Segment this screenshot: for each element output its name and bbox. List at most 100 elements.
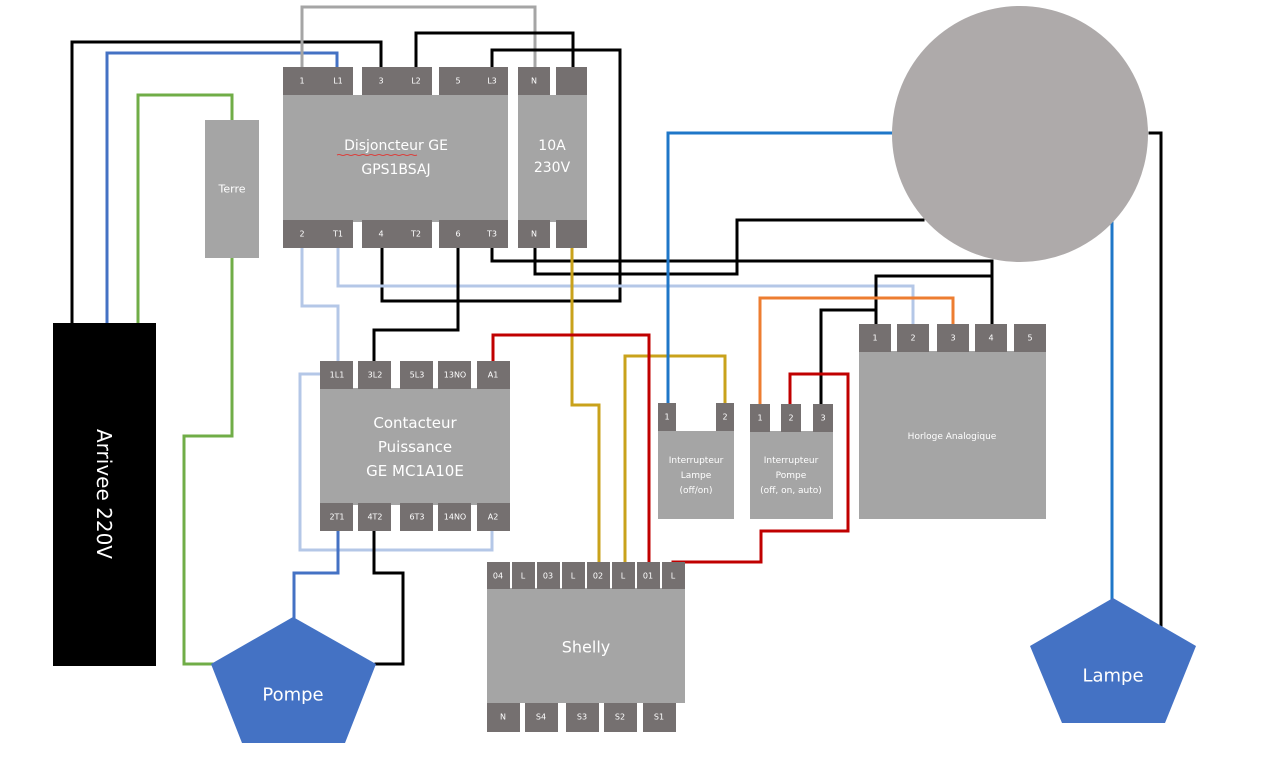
contacteur-block: 1L1 3L2 5L3 13NO A1 2T1 4T2 6T3 14NO A2 … xyxy=(320,361,510,531)
breaker-bottom-n xyxy=(518,220,550,248)
disjoncteur-bottom-group-1 xyxy=(283,220,353,248)
terminal-label: 1 xyxy=(299,77,304,86)
terminal-label: S3 xyxy=(577,713,587,722)
shelly-terminal xyxy=(566,703,599,732)
wire-circle-lampe-black xyxy=(1148,131,1163,627)
terminal-label: 4T2 xyxy=(367,513,382,522)
terminal-label: L xyxy=(571,572,576,581)
breaker-top-l xyxy=(556,67,587,95)
wire-arrivee-neutral xyxy=(105,51,339,325)
terminal-label: N xyxy=(531,230,537,239)
interrupteur-pompe-terminal xyxy=(813,404,833,432)
arrivee-box xyxy=(53,323,156,666)
interrupteur-lampe-line3: (off/on) xyxy=(680,486,713,496)
terminal-label: 4 xyxy=(378,230,383,239)
terminal-label: 2 xyxy=(722,413,727,422)
spellcheck-underline xyxy=(336,154,418,156)
wire-ipompe-horloge-orange xyxy=(758,296,955,405)
terminal-label: 5 xyxy=(1027,334,1032,343)
terminal-label: 3 xyxy=(950,334,955,343)
interrupteur-pompe-body xyxy=(750,431,833,519)
wire-circle-ilampe xyxy=(666,131,895,405)
breaker-bottom-l xyxy=(556,220,587,248)
wire-contacteur-loop xyxy=(298,372,494,552)
shelly-terminal xyxy=(612,562,635,589)
wire-contacteur-pompe-neutral xyxy=(292,527,340,619)
shelly-terminal xyxy=(587,562,610,589)
wire-t3-horloge xyxy=(490,246,994,328)
contacteur-top-terminal xyxy=(358,361,391,389)
terminal-label: 2 xyxy=(299,230,304,239)
wire-arrivee-earth xyxy=(136,93,234,325)
shelly-terminal xyxy=(487,562,510,589)
shelly-body xyxy=(487,588,685,703)
wire-ipompe-horloge xyxy=(819,308,878,405)
shelly-terminal xyxy=(562,562,585,589)
terminal-label: L1 xyxy=(333,77,343,86)
contacteur-body xyxy=(320,388,510,505)
terminal-label: 1L1 xyxy=(330,371,345,380)
shelly-block: 04 L 03 L 02 L 01 L N S4 S3 S2 S1 Shelly xyxy=(487,562,685,732)
terminal-label: 4 xyxy=(988,334,993,343)
disjoncteur-body xyxy=(283,95,508,222)
wires xyxy=(70,5,1163,666)
terminal-label: 6 xyxy=(455,230,460,239)
interrupteur-pompe-terminal xyxy=(781,404,801,432)
contacteur-top-terminal xyxy=(438,361,471,389)
terminal-label: L xyxy=(621,572,626,581)
disjoncteur-label-line1: Disjoncteur GE xyxy=(344,138,448,154)
breaker-10a-body xyxy=(518,95,587,222)
breaker-top-n xyxy=(518,67,550,95)
pompe-block: Pompe xyxy=(211,617,376,743)
terminal-label: 1 xyxy=(664,413,669,422)
shelly-terminal xyxy=(525,703,558,732)
contacteur-top-terminal xyxy=(400,361,433,389)
contacteur-label-line3: GE MC1A10E xyxy=(366,462,464,480)
terminal-label: 6T3 xyxy=(409,513,424,522)
terminal-label: S2 xyxy=(615,713,625,722)
wire-jumper-gray xyxy=(300,5,537,70)
pompe-label: Pompe xyxy=(262,685,323,706)
wire-n-circle xyxy=(533,218,925,276)
lampe-label: Lampe xyxy=(1082,666,1143,687)
terre-block: Terre xyxy=(205,120,259,258)
terminal-label: 3 xyxy=(378,77,383,86)
terminal-label: N xyxy=(531,77,537,86)
shelly-top-terminals: 04 L 03 L 02 L 01 L xyxy=(487,562,685,589)
interrupteur-lampe-line1: Interrupteur xyxy=(669,456,724,466)
horloge-terminal xyxy=(859,324,891,352)
interrupteur-pompe-line2: Pompe xyxy=(776,471,807,481)
terminal-label: 5L3 xyxy=(410,371,425,380)
arrivee-block: Arrivee 220V xyxy=(53,323,156,666)
terminal-label: A1 xyxy=(488,371,499,380)
interrupteur-pompe-line3: (off, on, auto) xyxy=(760,486,822,496)
contacteur-top-terminal xyxy=(477,361,510,389)
terre-box xyxy=(205,120,259,258)
horloge-body xyxy=(859,351,1046,519)
horloge-label: Horloge Analogique xyxy=(908,432,997,442)
interrupteur-lampe-line2: Lampe xyxy=(681,471,712,481)
contacteur-bottom-terminal xyxy=(400,503,433,531)
interrupteur-lampe-terminal xyxy=(658,403,676,431)
terminal-label: 2 xyxy=(910,334,915,343)
terminal-label: L xyxy=(671,572,676,581)
breaker-label-line1: 10A xyxy=(538,138,566,154)
arrivee-label: Arrivee 220V xyxy=(92,429,116,559)
wire-horloge-1-4 xyxy=(874,274,994,328)
terminal-label: L3 xyxy=(487,77,497,86)
pompe-shape xyxy=(211,617,376,743)
disjoncteur-block: 1 L1 3 L2 5 L3 2 T1 4 T2 6 T3 Disjoncteu… xyxy=(283,67,508,248)
terminal-label: A2 xyxy=(488,513,499,522)
horloge-block: 1 2 3 4 5 Horloge Analogique xyxy=(859,324,1046,519)
terminal-label: 2T1 xyxy=(329,513,344,522)
terminal-label: T1 xyxy=(332,230,343,239)
wire-a1-shelly-o1 xyxy=(491,333,651,566)
lampe-block: Lampe xyxy=(1030,598,1196,723)
horloge-terminal xyxy=(937,324,969,352)
wire-arrivee-phase xyxy=(70,40,383,325)
wire-6-contacteur xyxy=(372,246,460,364)
terminal-label: L2 xyxy=(411,77,421,86)
interrupteur-pompe-terminal xyxy=(750,404,770,432)
terminal-label: L xyxy=(521,572,526,581)
